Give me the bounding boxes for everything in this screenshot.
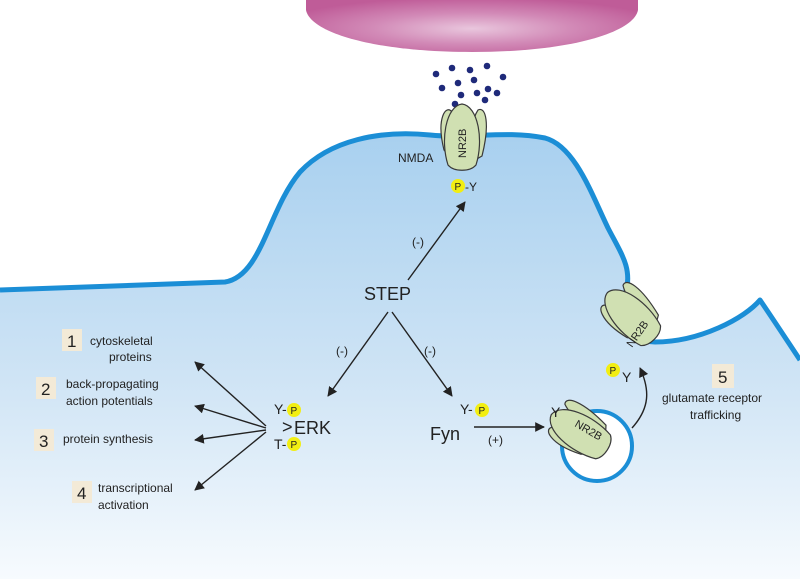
- presynaptic-terminal: [306, 0, 638, 52]
- arrow-step-to-erk: [327, 311, 389, 397]
- outcome-5-line-1: glutamate receptor: [662, 391, 762, 405]
- outcome-4: 4 transcriptional activation: [72, 481, 173, 512]
- outcome-1-number-box: [62, 329, 82, 351]
- outcome-5-number: 5: [718, 368, 727, 387]
- nmda-receptor-top: [440, 103, 487, 171]
- phospho-right-y: Y: [622, 369, 632, 385]
- outcome-3: 3 protein synthesis: [34, 429, 153, 451]
- outcome-2-number: 2: [41, 380, 50, 399]
- step-label: STEP: [364, 284, 411, 304]
- phospho-erk-t: [287, 437, 301, 451]
- outcome-1-number: 1: [67, 332, 76, 351]
- nmda-label: NMDA: [398, 151, 433, 165]
- vesicle-y: Y: [551, 404, 561, 420]
- outcome-1: 1 cytoskeletal proteins: [62, 329, 153, 364]
- erk-t: T-: [274, 436, 287, 452]
- phospho-erk-t-p: P: [291, 440, 298, 451]
- erk-label: ERK: [294, 418, 331, 438]
- arrow-step-to-nmda: [407, 201, 466, 281]
- outcome-4-line-2: activation: [98, 498, 149, 512]
- outcome-4-line-1: transcriptional: [98, 481, 173, 495]
- erk-y: Y-: [274, 401, 287, 417]
- nr2b-label-top: NR2B: [457, 129, 469, 158]
- fyn-y: Y-: [460, 401, 473, 417]
- outcome-2: 2 back-propagating action potentials: [36, 377, 159, 408]
- outcome-1-line-2: proteins: [109, 350, 152, 364]
- outcome-3-line-1: protein synthesis: [63, 432, 153, 446]
- arrow-erk-to-2: [194, 403, 267, 429]
- sign-fyn-to-vesicle: (+): [488, 433, 503, 447]
- sign-step-to-nmda: (-): [412, 235, 424, 249]
- outcome-3-number-box: [34, 429, 54, 451]
- outcome-4-number: 4: [77, 484, 86, 503]
- phospho-fyn: [475, 403, 489, 417]
- phospho-top: [451, 179, 465, 193]
- nmda-receptor-right: [600, 281, 662, 347]
- nmda-receptor-vesicle: [547, 399, 612, 460]
- outcome-3-number: 3: [39, 432, 48, 451]
- arrow-step-to-fyn: [391, 311, 453, 397]
- sign-step-to-fyn: (-): [424, 344, 436, 358]
- erk-bracket: >: [282, 417, 293, 437]
- arrow-erk-to-3: [194, 429, 267, 444]
- glutamate-dots: [432, 62, 507, 108]
- phospho-erk-y: [287, 403, 301, 417]
- postsynaptic-membrane: [0, 131, 800, 362]
- outcome-2-line-1: back-propagating: [66, 377, 159, 391]
- phospho-right: [606, 363, 620, 377]
- sign-step-to-erk: (-): [336, 344, 348, 358]
- outcome-2-number-box: [36, 377, 56, 399]
- outcome-2-line-2: action potentials: [66, 394, 153, 408]
- arrow-erk-to-1: [194, 361, 267, 427]
- outcome-1-line-1: cytoskeletal: [90, 334, 153, 348]
- phospho-fyn-p: P: [479, 406, 486, 417]
- arrow-trafficking: [631, 367, 649, 429]
- fyn-label: Fyn: [430, 424, 460, 444]
- release-site-highlight: [454, 54, 482, 70]
- arrow-erk-to-4: [194, 431, 267, 491]
- outcome-4-number-box: [72, 481, 92, 503]
- outcome-5-number-box: [712, 364, 734, 388]
- outcome-5: 5 glutamate receptor trafficking: [662, 364, 762, 422]
- phospho-right-p: P: [610, 366, 617, 377]
- outcome-5-line-2: trafficking: [690, 408, 741, 422]
- phospho-top-y: -Y: [465, 180, 477, 194]
- phospho-top-p: P: [455, 182, 462, 193]
- phospho-erk-y-p: P: [291, 406, 298, 417]
